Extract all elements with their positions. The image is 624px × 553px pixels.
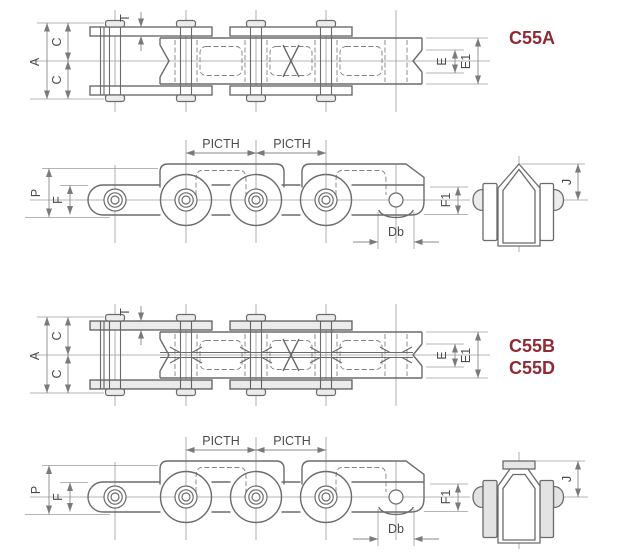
dim-label-a: A	[28, 351, 42, 360]
dim-label-j: J	[560, 179, 574, 185]
dim-label-t: T	[118, 14, 132, 22]
dim-label-pitch-left: PICTH	[202, 434, 240, 448]
dim-label-pitch-left: PICTH	[202, 137, 240, 151]
chain-title-c55a: C55A	[509, 28, 555, 48]
dim-label-pitch-right: PICTH	[273, 137, 311, 151]
dim-label-c-upper: C	[50, 331, 64, 340]
dim-label-db: Db	[388, 522, 404, 536]
c55a-plan-view	[30, 10, 490, 112]
c55bd-plan-view	[30, 304, 490, 406]
dim-label-c-lower: C	[50, 369, 64, 378]
c55bd-drawing: C55B C55D A C C T E E1 PICTH PICTH P F F…	[25, 304, 588, 549]
dim-label-t: T	[118, 308, 132, 316]
dim-label-f1: F1	[439, 490, 453, 505]
c55bd-end-view	[473, 452, 588, 549]
dim-label-e1: E1	[459, 54, 473, 69]
c55a-end-view	[473, 156, 588, 252]
dim-label-p: P	[29, 486, 43, 494]
dim-label-a: A	[28, 57, 42, 66]
dim-label-c-lower: C	[50, 75, 64, 84]
c55a-drawing: C55A A C C T E E1 PICTH PICTH P F F1 Db …	[25, 10, 588, 252]
dim-label-j: J	[560, 476, 574, 482]
dim-label-c-upper: C	[50, 37, 64, 46]
dim-label-e: E	[435, 351, 449, 359]
dim-label-db: Db	[388, 225, 404, 239]
chain-title-c55b: C55B	[509, 336, 555, 356]
chain-title-c55d: C55D	[509, 358, 555, 378]
dim-label-e1: E1	[459, 348, 473, 363]
dim-label-f: F	[51, 196, 65, 204]
dim-label-p: P	[29, 189, 43, 197]
dim-label-e: E	[435, 57, 449, 65]
dim-label-f1: F1	[439, 193, 453, 208]
dim-label-f: F	[51, 493, 65, 501]
dim-label-pitch-right: PICTH	[273, 434, 311, 448]
